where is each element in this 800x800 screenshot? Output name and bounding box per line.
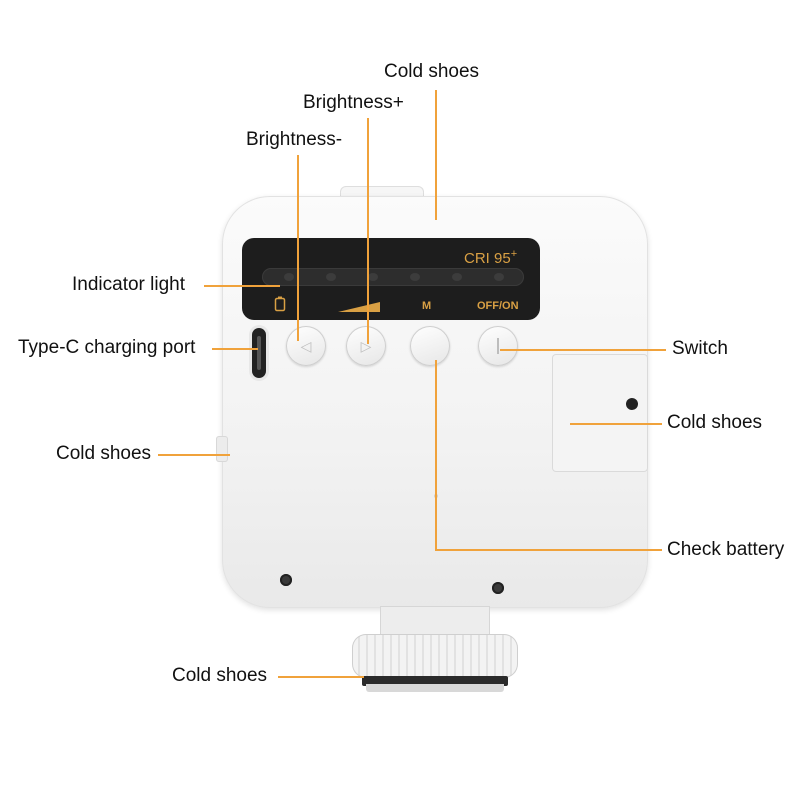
mode-button[interactable] (410, 326, 450, 366)
label-brightness-plus: Brightness+ (303, 92, 404, 113)
label-cold-shoes-left: Cold shoes (56, 443, 152, 464)
screw-hole-left (280, 574, 292, 586)
leader-cold-shoes-top (435, 90, 437, 220)
led-dot (284, 273, 294, 281)
led-dot (452, 273, 462, 281)
leader-cold-shoes-left (158, 454, 230, 456)
battery-icon (274, 296, 286, 312)
button-off-on-label: OFF/ON (477, 300, 519, 312)
brightness-plus-button[interactable]: ▷ (346, 326, 386, 366)
brightness-minus-button[interactable]: ◁ (286, 326, 326, 366)
label-type-c-port: Type-C charging port (18, 337, 196, 358)
triangle-left-icon: ◁ (300, 337, 312, 354)
led-dot (410, 273, 420, 281)
label-brightness-minus: Brightness- (246, 129, 343, 150)
screw-icon (626, 398, 638, 410)
label-indicator-light: Indicator light (72, 274, 186, 295)
power-icon (497, 338, 499, 354)
led-dot (326, 273, 336, 281)
bottom-cold-shoe-base (366, 684, 504, 692)
left-cold-shoe (216, 436, 228, 462)
label-check-battery: Check battery (667, 539, 785, 560)
brightness-ramp-icon (338, 302, 380, 312)
label-cold-shoes-right: Cold shoes (667, 412, 763, 433)
led-dot (494, 273, 504, 281)
screw-hole-right (492, 582, 504, 594)
button-m-label: M (422, 300, 432, 312)
side-cold-shoe (552, 354, 648, 472)
leader-check-battery-v (435, 360, 437, 551)
led-dot (368, 273, 378, 281)
leader-type-c-port (212, 348, 258, 350)
type-c-port[interactable] (252, 328, 266, 378)
bottom-cold-shoe-plate (362, 676, 508, 686)
cri-rating: CRI 95+ (464, 248, 518, 267)
power-switch-button[interactable] (478, 326, 518, 366)
leader-brightness-plus (367, 118, 369, 344)
leader-cold-shoes-right (570, 423, 662, 425)
indicator-led-strip (262, 268, 524, 286)
triangle-right-icon: ▷ (360, 337, 372, 354)
indicator-panel: CRI 95+ M OFF/ON (242, 238, 540, 320)
leader-switch (500, 349, 666, 351)
leader-check-battery-h (435, 549, 662, 551)
label-switch: Switch (672, 338, 728, 359)
leader-brightness-minus (297, 155, 299, 341)
leader-cold-shoes-bottom (278, 676, 364, 678)
bottom-mount-nut (352, 634, 518, 678)
label-cold-shoes-top: Cold shoes (384, 61, 480, 82)
label-cold-shoes-bottom: Cold shoes (172, 665, 268, 686)
leader-indicator-light (204, 285, 280, 287)
